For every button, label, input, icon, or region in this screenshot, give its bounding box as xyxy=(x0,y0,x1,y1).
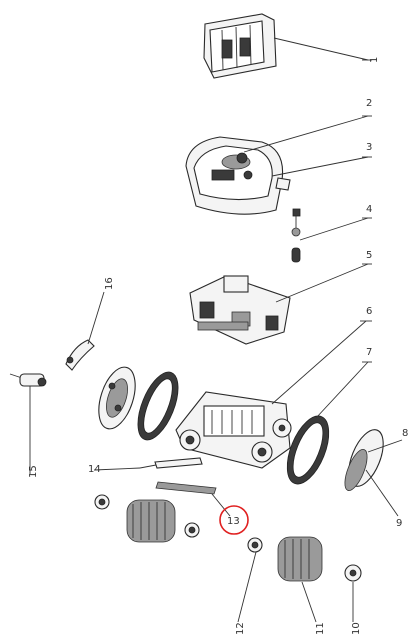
part-label-8: 8 xyxy=(402,428,408,439)
part-label-14: 14 xyxy=(88,464,101,475)
part-label-11: 11 xyxy=(315,622,326,635)
part-labels: 1 2 3 4 5 6 7 8 9 10 11 12 13 14 15 16 xyxy=(28,57,408,635)
part-label-10: 10 xyxy=(351,622,362,635)
part-label-5: 5 xyxy=(366,250,372,261)
part-label-4: 4 xyxy=(366,204,372,215)
part-13-scraper xyxy=(155,481,217,495)
part-label-9: 9 xyxy=(396,518,402,529)
part-3-top-cover xyxy=(185,136,291,215)
part-7-right-track xyxy=(286,415,330,485)
part-label-2: 2 xyxy=(366,98,372,109)
part-8-9-side-cover xyxy=(344,429,384,492)
part-label-1: 1 xyxy=(369,57,380,63)
part-label-7: 7 xyxy=(366,347,372,358)
part-2-latch xyxy=(236,152,248,164)
highlight-circle-13 xyxy=(219,505,249,535)
part-6-chassis xyxy=(175,391,292,469)
part-label-16: 16 xyxy=(104,277,115,290)
part-14-rod xyxy=(154,457,203,469)
part-15-clip xyxy=(9,373,47,387)
part-11-roller xyxy=(277,536,323,582)
left-side-plate xyxy=(98,366,136,430)
part-label-3: 3 xyxy=(366,142,372,153)
part-10-end-cap xyxy=(344,564,362,582)
part-label-13: 13 xyxy=(227,516,240,527)
part-label-6: 6 xyxy=(366,306,372,317)
part-label-12: 12 xyxy=(235,622,246,635)
part-4-connector xyxy=(291,208,301,263)
part-1-filter-basket xyxy=(203,13,277,79)
part-12-end-cap xyxy=(247,537,263,553)
left-roller xyxy=(94,494,200,543)
part-16-cable xyxy=(65,339,95,371)
left-track xyxy=(137,371,179,441)
part-5-motor-block xyxy=(189,275,291,345)
part-label-15: 15 xyxy=(28,465,39,478)
leader-lines xyxy=(29,37,403,623)
